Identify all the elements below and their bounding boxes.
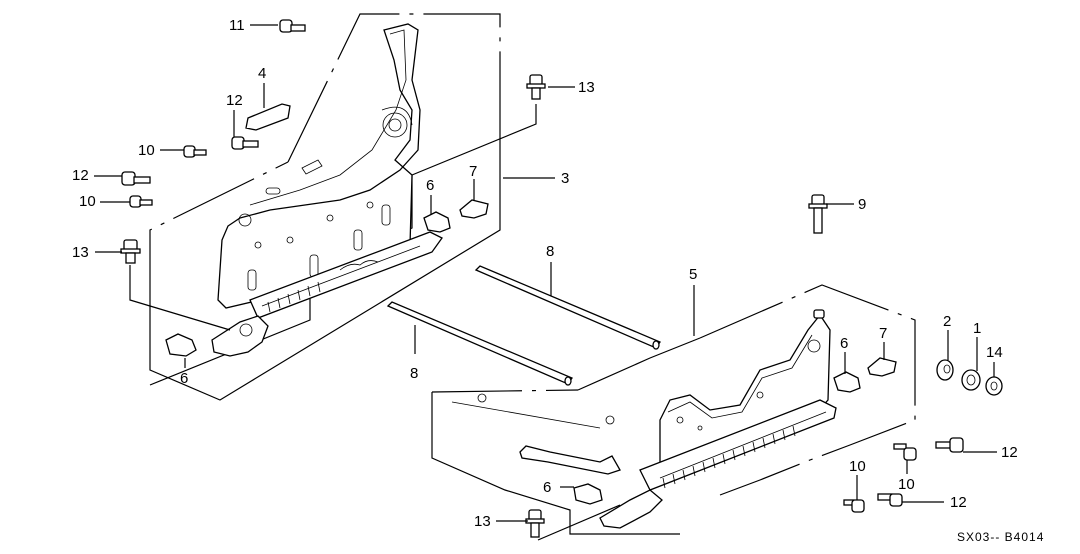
clip-6b	[423, 211, 451, 233]
right-assembly-boundary	[431, 284, 916, 535]
right-seat-frame	[451, 309, 837, 529]
bolt-10b	[129, 195, 153, 208]
bolt-12d	[877, 493, 903, 507]
bolt-9	[808, 194, 828, 234]
callout-7[interactable]: 7	[469, 163, 478, 180]
clip-6d	[573, 483, 603, 505]
bolt-12a	[231, 136, 259, 150]
clip-6c	[833, 371, 861, 393]
bolt-13c	[525, 504, 621, 541]
callout-13[interactable]: 13	[578, 79, 595, 96]
callout-6[interactable]: 6	[543, 479, 552, 496]
rod-8a	[474, 265, 661, 350]
left-seat-frame	[211, 23, 443, 357]
callout-4[interactable]: 4	[258, 65, 267, 82]
callout-6[interactable]: 6	[426, 177, 435, 194]
callout-5[interactable]: 5	[689, 266, 698, 283]
callout-10[interactable]: 10	[898, 476, 915, 493]
bolt-10c	[893, 443, 917, 461]
diagram-part-code: SX03-- B4014	[957, 530, 1045, 544]
callout-6[interactable]: 6	[840, 335, 849, 352]
bolt-13a	[120, 239, 231, 331]
callout-12[interactable]: 12	[72, 167, 89, 184]
cover-4	[245, 103, 291, 131]
callout-12[interactable]: 12	[1001, 444, 1018, 461]
callout-10[interactable]: 10	[849, 458, 866, 475]
bolt-11	[279, 19, 306, 33]
callout-3[interactable]: 3	[561, 170, 570, 187]
clip-7a	[459, 199, 489, 219]
callout-6[interactable]: 6	[180, 370, 189, 387]
clip-7b	[867, 357, 897, 377]
callout-13[interactable]: 13	[72, 244, 89, 261]
bolt-10d	[843, 499, 865, 513]
callout-14[interactable]: 14	[986, 344, 1003, 361]
callout-7[interactable]: 7	[879, 325, 888, 342]
bushing-2	[936, 359, 954, 381]
leader-lines	[94, 24, 997, 522]
callout-10[interactable]: 10	[138, 142, 155, 159]
nut-14	[985, 376, 1003, 396]
callout-13[interactable]: 13	[474, 513, 491, 530]
callout-9[interactable]: 9	[858, 196, 867, 213]
clip-6a	[165, 333, 197, 357]
bolt-12b	[121, 171, 151, 186]
washer-1	[961, 369, 981, 391]
callout-10[interactable]: 10	[79, 193, 96, 210]
callout-12[interactable]: 12	[226, 92, 243, 109]
bolt-13b	[411, 74, 546, 176]
rod-8b	[386, 301, 573, 386]
callout-11[interactable]: 11	[229, 17, 245, 34]
callout-8[interactable]: 8	[546, 243, 555, 260]
callout-12[interactable]: 12	[950, 494, 967, 511]
callout-1[interactable]: 1	[973, 320, 982, 337]
callout-2[interactable]: 2	[943, 313, 952, 330]
callout-8[interactable]: 8	[410, 365, 419, 382]
bolt-10a	[183, 145, 207, 158]
bolt-12c	[935, 437, 964, 453]
